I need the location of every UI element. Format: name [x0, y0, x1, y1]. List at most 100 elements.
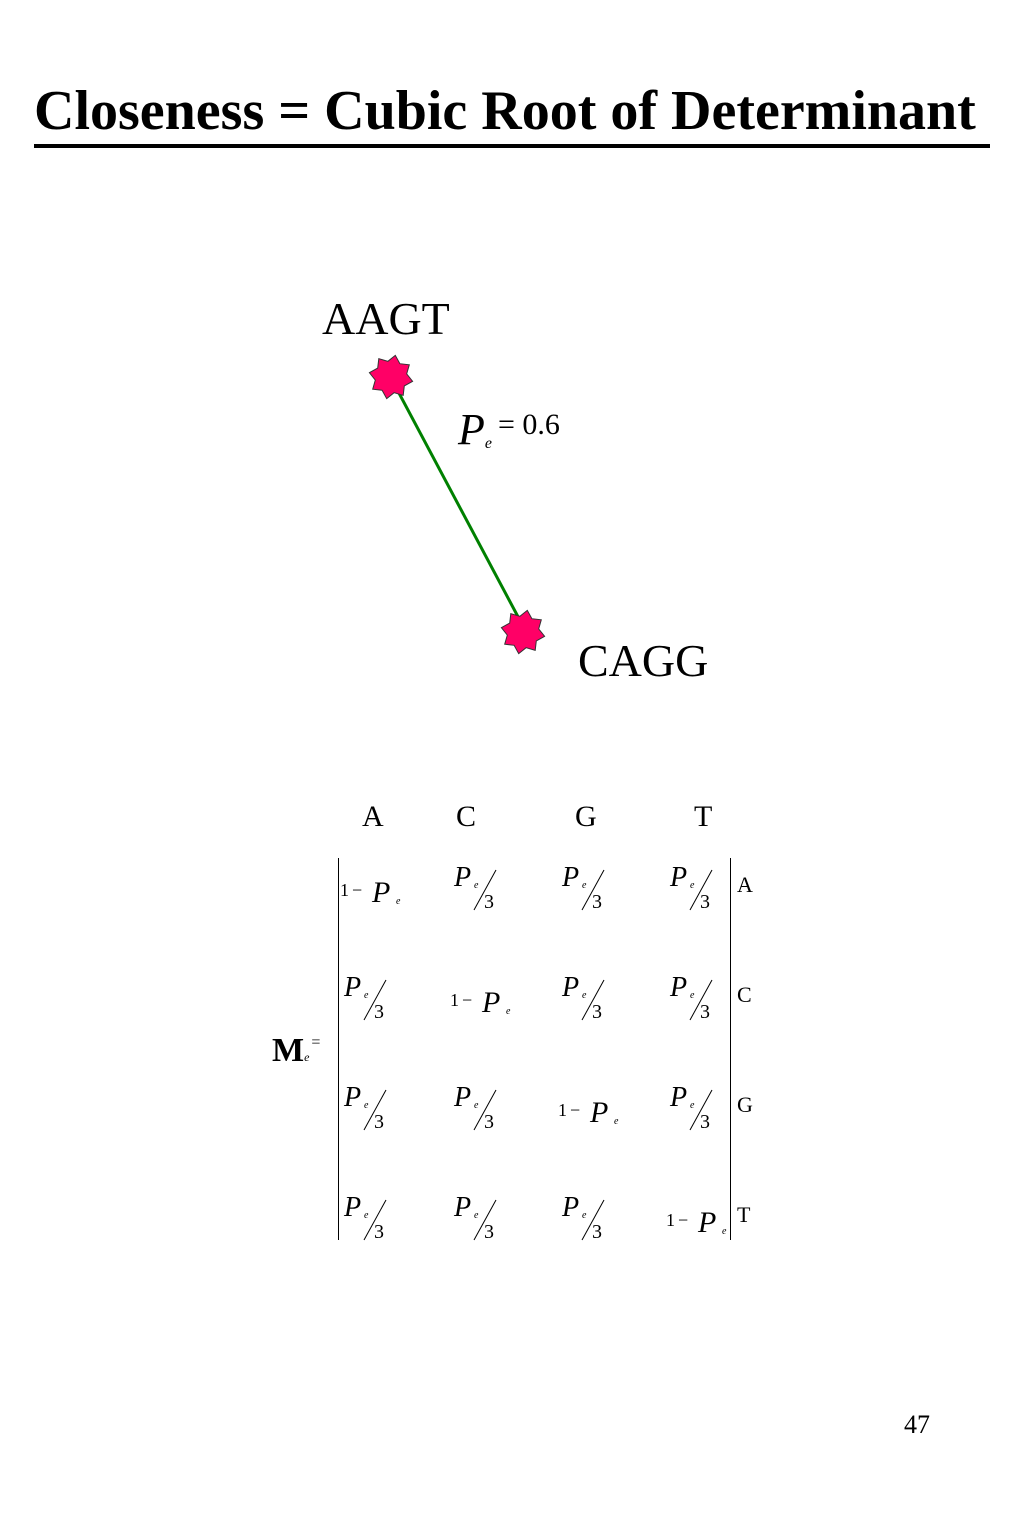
offdiag-denominator: 3 [592, 1221, 602, 1243]
offdiag-denominator: 3 [700, 1111, 710, 1133]
offdiag-subscript: e [582, 880, 587, 891]
offdiag-p: P [561, 1192, 579, 1223]
offdiag-p: P [453, 1192, 471, 1223]
diag-one: 1 [340, 880, 349, 900]
offdiag-fraction-slash [363, 979, 387, 1021]
diag-subscript: e [722, 1226, 727, 1237]
offdiag-denominator: 3 [374, 1001, 384, 1023]
matrix-col-header-c: C [456, 800, 477, 833]
diag-minus: − [352, 880, 362, 900]
offdiag-subscript: e [364, 1100, 369, 1111]
offdiag-fraction-slash [473, 869, 497, 911]
diag-subscript: e [396, 896, 401, 907]
offdiag-subscript: e [364, 990, 369, 1001]
offdiag-p: P [669, 972, 687, 1003]
slide-title: Closeness = Cubic Root of Determinant [34, 78, 990, 148]
offdiag-fraction-slash [363, 1199, 387, 1241]
diag-one: 1 [666, 1210, 675, 1230]
offdiag-p: P [453, 862, 471, 893]
offdiag-subscript: e [690, 880, 695, 891]
offdiag-denominator: 3 [484, 1111, 494, 1133]
node-cagg-star [500, 609, 546, 655]
offdiag-fraction-slash [689, 979, 713, 1021]
diag-p: P [589, 1096, 608, 1129]
offdiag-p: P [669, 1082, 687, 1113]
offdiag-p: P [453, 1082, 471, 1113]
offdiag-denominator: 3 [374, 1221, 384, 1243]
matrix-col-header-t: T [694, 800, 713, 833]
graph-edge [390, 379, 526, 629]
offdiag-fraction-slash [581, 979, 605, 1021]
offdiag-denominator: 3 [484, 891, 494, 913]
diag-minus: − [462, 990, 472, 1010]
matrix-name-subscript: e [304, 1050, 310, 1064]
node-aagt-star [368, 354, 414, 400]
offdiag-subscript: e [582, 1210, 587, 1221]
offdiag-subscript: e [474, 1100, 479, 1111]
diag-p: P [697, 1206, 716, 1239]
edge-probability-label: Pe= 0.6 [458, 404, 560, 455]
offdiag-subscript: e [690, 990, 695, 1001]
offdiag-fraction-slash [581, 869, 605, 911]
matrix-row-header-c: C [737, 982, 752, 1007]
matrix-label: Me= [272, 1032, 320, 1070]
matrix-name: M [272, 1032, 305, 1069]
matrix-row-header-t: T [737, 1202, 751, 1227]
diag-p: P [481, 986, 500, 1019]
edge-prob-value: = 0.6 [498, 408, 560, 441]
offdiag-denominator: 3 [700, 1001, 710, 1023]
graph-diagram [368, 354, 546, 655]
offdiag-subscript: e [582, 990, 587, 1001]
offdiag-p: P [343, 1192, 361, 1223]
offdiag-p: P [343, 1082, 361, 1113]
offdiag-fraction-slash [581, 1199, 605, 1241]
offdiag-subscript: e [474, 880, 479, 891]
offdiag-p: P [343, 972, 361, 1003]
matrix-row-header-a: A [737, 872, 753, 897]
offdiag-denominator: 3 [592, 1001, 602, 1023]
node-label-aagt: AAGT [322, 293, 450, 344]
offdiag-p: P [561, 972, 579, 1003]
matrix-col-header-a: A [362, 800, 384, 833]
page-number: 47 [904, 1410, 930, 1439]
offdiag-denominator: 3 [700, 891, 710, 913]
matrix-row-header-g: G [737, 1092, 753, 1117]
offdiag-subscript: e [690, 1100, 695, 1111]
matrix-right-bar [730, 858, 731, 1240]
offdiag-subscript: e [474, 1210, 479, 1221]
diag-p: P [371, 876, 390, 909]
diag-minus: − [570, 1100, 580, 1120]
diag-one: 1 [558, 1100, 567, 1120]
diag-subscript: e [614, 1116, 619, 1127]
diag-minus: − [678, 1210, 688, 1230]
offdiag-fraction-slash [473, 1089, 497, 1131]
offdiag-fraction-slash [689, 1089, 713, 1131]
offdiag-subscript: e [364, 1210, 369, 1221]
matrix-left-bar [338, 858, 339, 1240]
offdiag-fraction-slash [473, 1199, 497, 1241]
